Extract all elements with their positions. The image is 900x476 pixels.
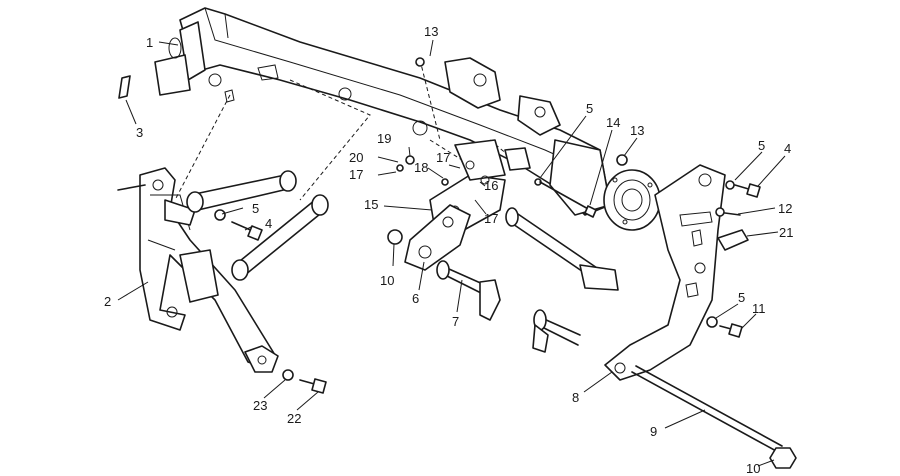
callout-21: 21: [779, 225, 793, 240]
callout-6: 6: [412, 291, 419, 306]
callout-labels: 1 3 2 5 4 13 19 20 17 18 17 15 16 17 5 1…: [104, 24, 793, 476]
link-arms: [186, 170, 329, 281]
right-bracket: [604, 164, 726, 381]
callout-12: 12: [778, 201, 792, 216]
callout-18: 18: [414, 160, 428, 175]
left-bracket: [117, 167, 279, 373]
callout-7: 7: [452, 314, 459, 329]
callout-1: 1: [146, 35, 153, 50]
flange-bearing: [603, 154, 661, 231]
callout-5b: 5: [586, 101, 593, 116]
callout-5a: 5: [252, 201, 259, 216]
callout-19: 19: [377, 131, 391, 146]
callout-2: 2: [104, 294, 111, 309]
callout-17a: 17: [349, 167, 363, 182]
main-frame-beam: [154, 7, 611, 216]
callout-17b: 17: [436, 150, 450, 165]
small-clip-21: [717, 229, 749, 251]
callout-8: 8: [572, 390, 579, 405]
callout-13b: 13: [630, 123, 644, 138]
callout-4b: 4: [784, 141, 791, 156]
callout-5c: 5: [758, 138, 765, 153]
pin: [118, 75, 131, 99]
callout-10a: 10: [380, 273, 394, 288]
callout-14: 14: [606, 115, 620, 130]
link-assembly: [404, 204, 619, 353]
callout-5d: 5: [738, 290, 745, 305]
callout-15: 15: [364, 197, 378, 212]
callout-4a: 4: [265, 216, 272, 231]
leader-lines: [117, 39, 786, 467]
callout-20: 20: [349, 150, 363, 165]
dashed-guides: [174, 59, 521, 201]
tie-rod: [631, 365, 797, 469]
callout-13a: 13: [424, 24, 438, 39]
callout-16: 16: [484, 178, 498, 193]
callout-22: 22: [287, 411, 301, 426]
callout-11: 11: [752, 301, 766, 316]
callout-9: 9: [650, 424, 657, 439]
callout-23: 23: [253, 398, 267, 413]
long-bolt-14: [539, 181, 597, 218]
callout-17c: 17: [484, 211, 498, 226]
callout-3: 3: [136, 125, 143, 140]
fasteners: [214, 57, 761, 394]
center-bracket: [396, 139, 542, 236]
callout-10b: 10: [746, 461, 760, 476]
